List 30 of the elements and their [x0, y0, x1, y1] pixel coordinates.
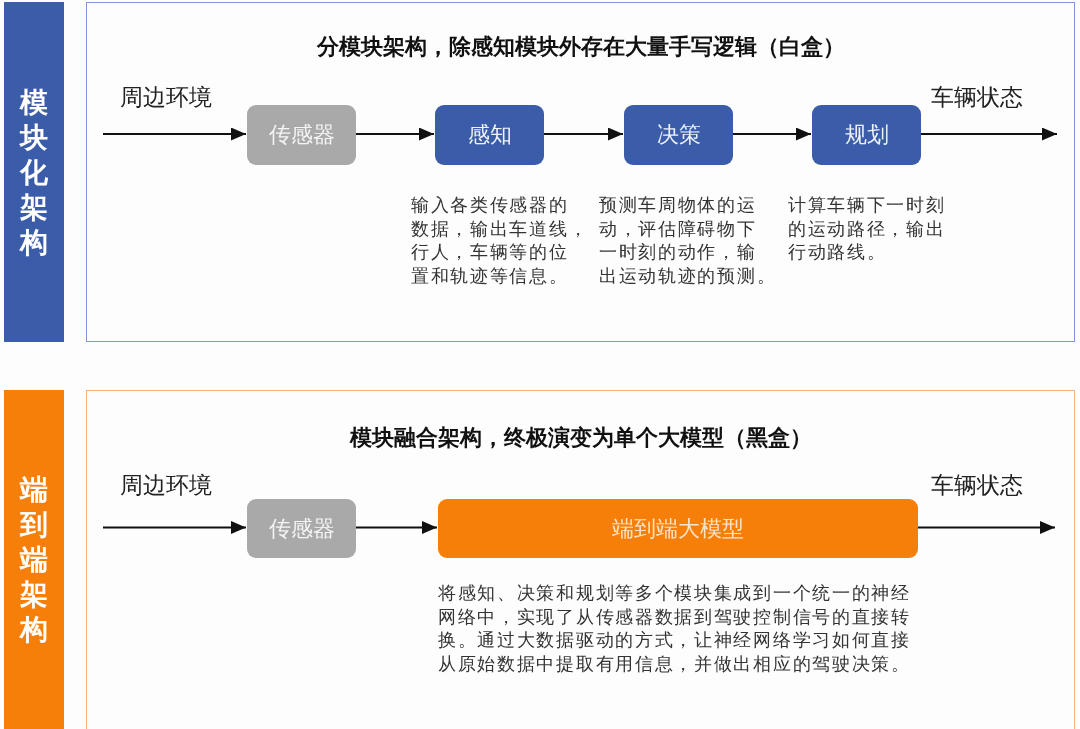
- band-label: 端到端架构: [19, 472, 49, 647]
- side-band: [4, 2, 64, 342]
- process-box: 决策: [624, 105, 733, 165]
- description-text: 计算车辆下一时刻的运动路径，输出行动路线。: [788, 193, 946, 264]
- panel-title: 分模块架构，除感知模块外存在大量手写逻辑（白盒）: [315, 33, 846, 61]
- process-box: 端到端大模型: [438, 499, 918, 558]
- side-band: [4, 390, 64, 729]
- description-text: 预测车周物体的运动，评估障碍物下一时刻的动作，输出运动轨迹的预测。: [599, 193, 777, 287]
- edge-label: 车辆状态: [931, 83, 1023, 112]
- arrow: [354, 521, 438, 534]
- arrow: [916, 521, 1056, 534]
- process-box: 规划: [812, 105, 921, 165]
- edge-label: 车辆状态: [931, 471, 1023, 500]
- arrow: [731, 127, 812, 141]
- panel: [86, 390, 1075, 729]
- arrow: [919, 127, 1058, 141]
- description-text: 将感知、决策和规划等多个模块集成到一个统一的神经网络中，实现了从传感器数据到驾驶控制信号的直接转换。通过大数据驱动的方式，让神经网络学习如何直接从原始数据中提取有用信息，并做出相应的驾驶决策。: [438, 581, 911, 675]
- arrow: [542, 127, 624, 141]
- process-box: 传感器: [247, 499, 356, 558]
- edge-label: 周边环境: [120, 83, 212, 112]
- process-box: 感知: [435, 105, 544, 165]
- panel: [86, 2, 1075, 342]
- arrow: [102, 521, 247, 534]
- arrow: [354, 127, 435, 141]
- panel-title: 模块融合架构，终极演变为单个大模型（黑盒）: [348, 424, 813, 452]
- band-label: 模块化架构: [19, 84, 49, 260]
- edge-label: 周边环境: [120, 471, 212, 500]
- description-text: 输入各类传感器的数据，输出车道线，行人，车辆等的位置和轨迹等信息。: [411, 193, 589, 287]
- process-box: 传感器: [247, 105, 356, 165]
- arrow: [102, 127, 247, 141]
